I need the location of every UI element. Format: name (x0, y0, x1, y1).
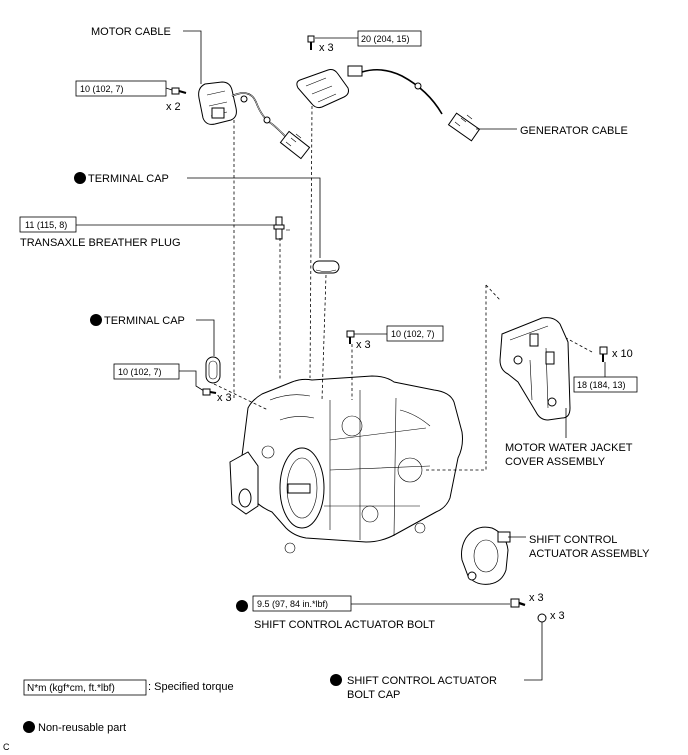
corner-mark: C (3, 742, 10, 752)
shift-actuator-bolt (510, 598, 526, 608)
torque-terminal-cap-bolt: 10 (102, 7) (118, 367, 162, 377)
legend-non-reusable-label: Non-reusable part (38, 722, 126, 734)
transaxle-assembly (229, 375, 463, 554)
legend: N*m (kgf*cm, ft.*lbf) : Specified torque… (23, 679, 234, 734)
motor-cable-label: MOTOR CABLE (91, 26, 171, 38)
terminal-cap-2 (205, 356, 221, 384)
qty-water-jacket-bolt: x 10 (612, 348, 633, 360)
legend-torque-box (23, 679, 147, 696)
water-jacket-bolt (599, 346, 608, 362)
shift-actuator-bolt-label: SHIFT CONTROL ACTUATOR BOLT (254, 619, 435, 631)
torque-box-center-bolt (386, 325, 444, 342)
torque-generator-cable-bolt: 20 (204, 15) (361, 34, 410, 44)
terminal-cap-bolt (202, 388, 217, 396)
qty-motor-cable-bolt: x 2 (166, 101, 181, 113)
torque-motor-cable-bolt: 10 (102, 7) (80, 84, 124, 94)
shift-control-actuator (461, 526, 511, 585)
generator-cable-label: GENERATOR CABLE (520, 125, 628, 137)
water-jacket-label-1: MOTOR WATER JACKET (505, 442, 633, 454)
non-reusable-dot-shift-bolt (236, 600, 248, 612)
motor-cable-leader (183, 30, 202, 84)
qty-shift-actuator-bolt-cap: x 3 (550, 610, 565, 622)
torque-box-shift-actuator-bolt (252, 595, 352, 612)
motor-water-jacket-cover (499, 317, 571, 421)
qty-center-bolt: x 3 (356, 339, 371, 351)
torque-box-terminal-cap-bolt (113, 363, 180, 380)
breather-plug-label: TRANSAXLE BREATHER PLUG (20, 237, 181, 249)
qty-shift-actuator-bolt: x 3 (529, 592, 544, 604)
legend-torque-units: N*m (kgf*cm, ft.*lbf) (27, 683, 115, 694)
installation-guide-lines (213, 105, 593, 471)
torque-box-breather-plug (19, 216, 77, 233)
torque-shift-actuator-bolt: 9.5 (97, 84 in.*lbf) (257, 599, 328, 609)
generator-cable (296, 65, 481, 142)
torque-water-jacket-bolt: 18 (184, 13) (577, 380, 626, 390)
legend-torque-desc: : Specified torque (148, 681, 234, 693)
bolt-cap-label-1: SHIFT CONTROL ACTUATOR (347, 675, 497, 687)
center-bolt (346, 330, 355, 344)
torque-breather-plug: 11 (115, 8) (25, 220, 67, 230)
non-reusable-dot-bolt-cap (330, 674, 342, 686)
motor-cable (198, 81, 311, 160)
breather-plug (273, 216, 290, 240)
torque-box-generator-cable-bolt (357, 30, 422, 47)
torque-center-bolt: 10 (102, 7) (391, 329, 435, 339)
shift-actuator-bolt-cap (537, 613, 547, 623)
shift-actuator-label-1: SHIFT CONTROL (529, 534, 617, 546)
bolt-cap-label-2: BOLT CAP (347, 689, 400, 701)
shift-actuator-label-2: ACTUATOR ASSEMBLY (529, 548, 650, 560)
motor-cable-bolt (171, 87, 187, 95)
torque-box-water-jacket-bolt (573, 376, 638, 393)
terminal-cap-1-label: TERMINAL CAP (88, 173, 169, 185)
non-reusable-dot-terminal-cap-1 (74, 172, 86, 184)
qty-terminal-cap-bolt: x 3 (217, 392, 232, 404)
terminal-cap-2-label: TERMINAL CAP (104, 315, 185, 327)
generator-cable-bolt (307, 35, 315, 50)
torque-box-motor-cable-bolt (75, 80, 167, 97)
terminal-cap-1 (312, 260, 340, 274)
qty-generator-cable-bolt: x 3 (319, 42, 334, 54)
non-reusable-dot-terminal-cap-2 (90, 314, 102, 326)
water-jacket-label-2: COVER ASSEMBLY (505, 456, 606, 468)
legend-non-reusable-dot (23, 721, 35, 733)
